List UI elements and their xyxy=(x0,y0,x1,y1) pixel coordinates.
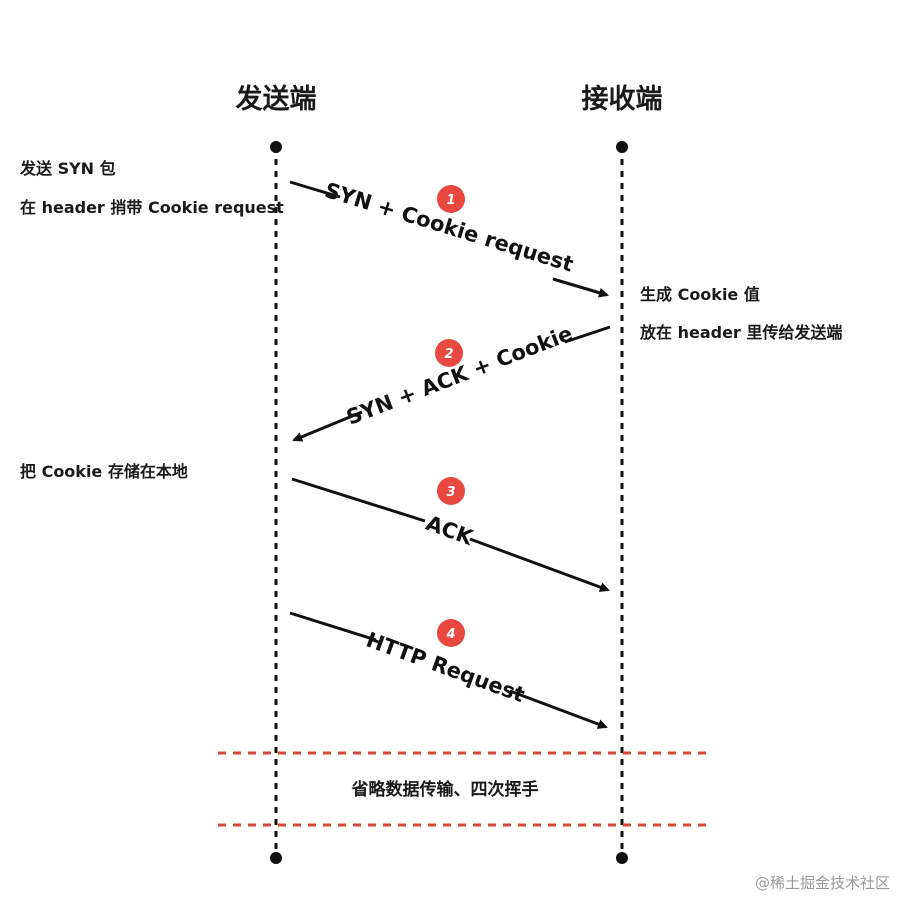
message-2-arrow-part2 xyxy=(292,410,363,442)
step-1-badge-number: 1 xyxy=(446,193,455,208)
message-2: SYN + ACK + Cookie 2 xyxy=(292,321,611,442)
receiver-note-generate-cookie: 生成 Cookie 值 xyxy=(640,285,760,304)
sender-note-send-syn: 发送 SYN 包 xyxy=(19,159,116,178)
message-3-label: ACK xyxy=(423,511,477,550)
step-4-badge-number: 4 xyxy=(445,627,455,642)
step-4-badge xyxy=(437,619,465,647)
message-3-arrow-part1 xyxy=(291,477,426,523)
message-2-label: SYN + ACK + Cookie xyxy=(343,321,576,429)
message-4-arrow-part2 xyxy=(509,689,608,729)
receiver-lifeline-end-dot xyxy=(616,852,628,864)
step-2-badge-number: 2 xyxy=(444,347,453,362)
message-1: SYN + Cookie request 1 xyxy=(289,178,609,298)
sender-title: 发送端 xyxy=(235,83,317,115)
message-3-arrow-part2 xyxy=(469,537,610,592)
message-1-arrow-part2 xyxy=(552,277,609,298)
receiver-lifeline-start-dot xyxy=(616,141,628,153)
omitted-section-label: 省略数据传输、四次挥手 xyxy=(351,779,539,800)
message-3: ACK 3 xyxy=(291,477,610,592)
sender-note-store-cookie: 把 Cookie 存储在本地 xyxy=(20,462,188,481)
step-3-badge-number: 3 xyxy=(446,485,455,500)
step-3-badge xyxy=(437,477,465,505)
message-4-arrow-part1 xyxy=(289,611,377,642)
watermark: @稀土掘金技术社区 xyxy=(755,874,890,892)
step-1-badge xyxy=(437,185,465,213)
sender-lifeline-start-dot xyxy=(270,141,282,153)
message-2-arrow-part1 xyxy=(564,325,611,344)
message-4: HTTP Request 4 xyxy=(289,611,608,729)
sender-lifeline-end-dot xyxy=(270,852,282,864)
receiver-note-send-back: 放在 header 里传给发送端 xyxy=(639,323,842,342)
step-2-badge xyxy=(435,339,463,367)
receiver-title: 接收端 xyxy=(582,84,663,115)
message-1-arrow-part1 xyxy=(289,180,341,199)
sender-note-cookie-request: 在 header 捎带 Cookie request xyxy=(20,198,284,217)
